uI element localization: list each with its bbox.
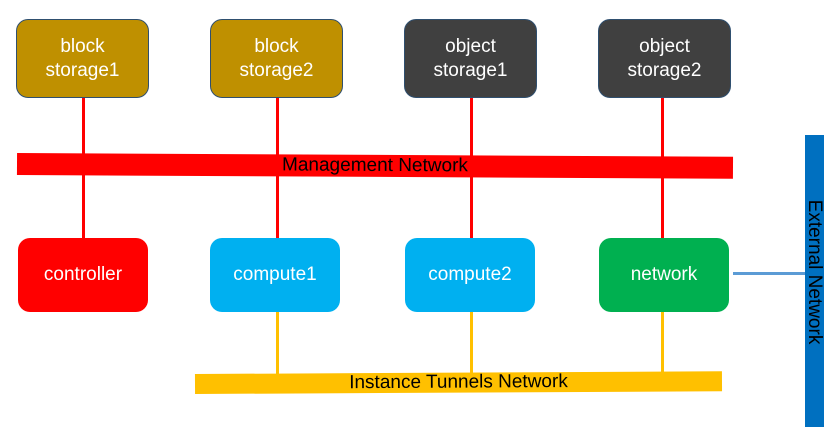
management-network-bar: Management Network (16, 153, 734, 179)
node-label: compute2 (428, 264, 512, 285)
instance-tunnels-network-label: Instance Tunnels Network (349, 371, 568, 394)
controller-mgmt-link (82, 173, 85, 239)
compute2-mgmt-link (470, 173, 473, 239)
compute2-node: compute2 (405, 238, 535, 312)
node-label-line2: storage1 (433, 59, 508, 81)
node-label-line2: storage2 (239, 59, 314, 81)
storage2-block-mgmt-link (276, 97, 279, 157)
node-label-line1: block (60, 35, 105, 57)
controller-node: controller (18, 238, 148, 312)
storage1-object-mgmt-link (470, 97, 473, 157)
network-external-link (733, 272, 807, 275)
node-label-line2: storage2 (627, 59, 702, 81)
node-label-line2: storage1 (45, 59, 120, 81)
node-label: controller (43, 264, 123, 285)
management-network-label: Management Network (282, 154, 468, 177)
block-storage2-node: block storage2 (210, 19, 343, 98)
storage1-block-mgmt-link (82, 97, 85, 157)
node-label-line1: block (254, 35, 299, 57)
network-tunnel-link (661, 311, 664, 377)
compute1-node: compute1 (210, 238, 340, 312)
storage2-object-mgmt-link (661, 97, 664, 157)
external-network-bar (805, 135, 824, 427)
node-label: network (630, 264, 698, 285)
node-label: compute1 (233, 264, 317, 285)
object-storage2-node: object storage2 (598, 19, 731, 98)
node-label-line1: object (639, 35, 690, 57)
node-label-line1: object (445, 35, 496, 57)
compute1-tunnel-link (276, 311, 279, 377)
external-network-label: External Network (804, 199, 825, 345)
compute2-tunnel-link (470, 311, 473, 377)
compute1-mgmt-link (276, 173, 279, 239)
block-storage1-node: block storage1 (16, 19, 149, 98)
network-mgmt-link (661, 173, 664, 239)
object-storage1-node: object storage1 (404, 19, 537, 98)
network-node: network (599, 238, 729, 312)
instance-tunnels-network-bar: Instance Tunnels Network (194, 371, 723, 394)
